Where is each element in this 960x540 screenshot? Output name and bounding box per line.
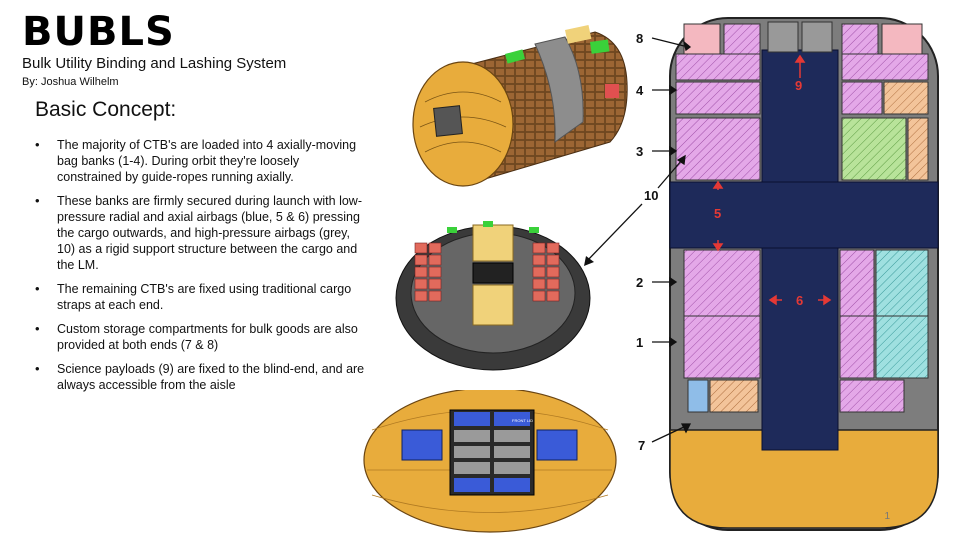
module-exterior-render (412, 25, 628, 187)
label-5: 5 (714, 206, 721, 221)
callout-10: 10 (644, 188, 658, 203)
concept-bullet-list: The majority of CTB's are loaded into 4 … (35, 137, 365, 401)
document-subtitle: Bulk Utility Binding and Lashing System (22, 55, 287, 72)
callout-7: 7 (638, 438, 645, 453)
author-byline: By: Joshua Wilhelm (22, 76, 119, 88)
label-9: 9 (795, 78, 802, 93)
page-number: 1 (884, 511, 890, 522)
bullet-item: The majority of CTB's are loaded into 4 … (35, 137, 365, 185)
bubls-logo: BUBLS (22, 9, 175, 55)
callout-2: 2 (636, 275, 643, 290)
cross-section-diagram: 9 5 6 8 4 3 10 2 1 7 (636, 17, 939, 531)
section-heading: Basic Concept: (35, 98, 177, 121)
callout-1: 1 (636, 335, 643, 350)
bullet-item: The remaining CTB's are fixed using trad… (35, 281, 365, 313)
bullet-item: Custom storage compartments for bulk goo… (35, 321, 365, 353)
bullet-item: These banks are firmly secured during la… (35, 193, 365, 273)
callout-8: 8 (636, 31, 643, 46)
label-6: 6 (796, 293, 803, 308)
module-cutaway-render (395, 221, 591, 371)
bullet-item: Science payloads (9) are fixed to the bl… (35, 361, 365, 393)
payload-lid-label: FRONT LID (512, 418, 533, 423)
end-cap-payload-render: FRONT LID (363, 390, 617, 533)
callout-3: 3 (636, 144, 643, 159)
callout-4: 4 (636, 83, 644, 98)
cutaway-pointer-arrow (584, 203, 643, 266)
